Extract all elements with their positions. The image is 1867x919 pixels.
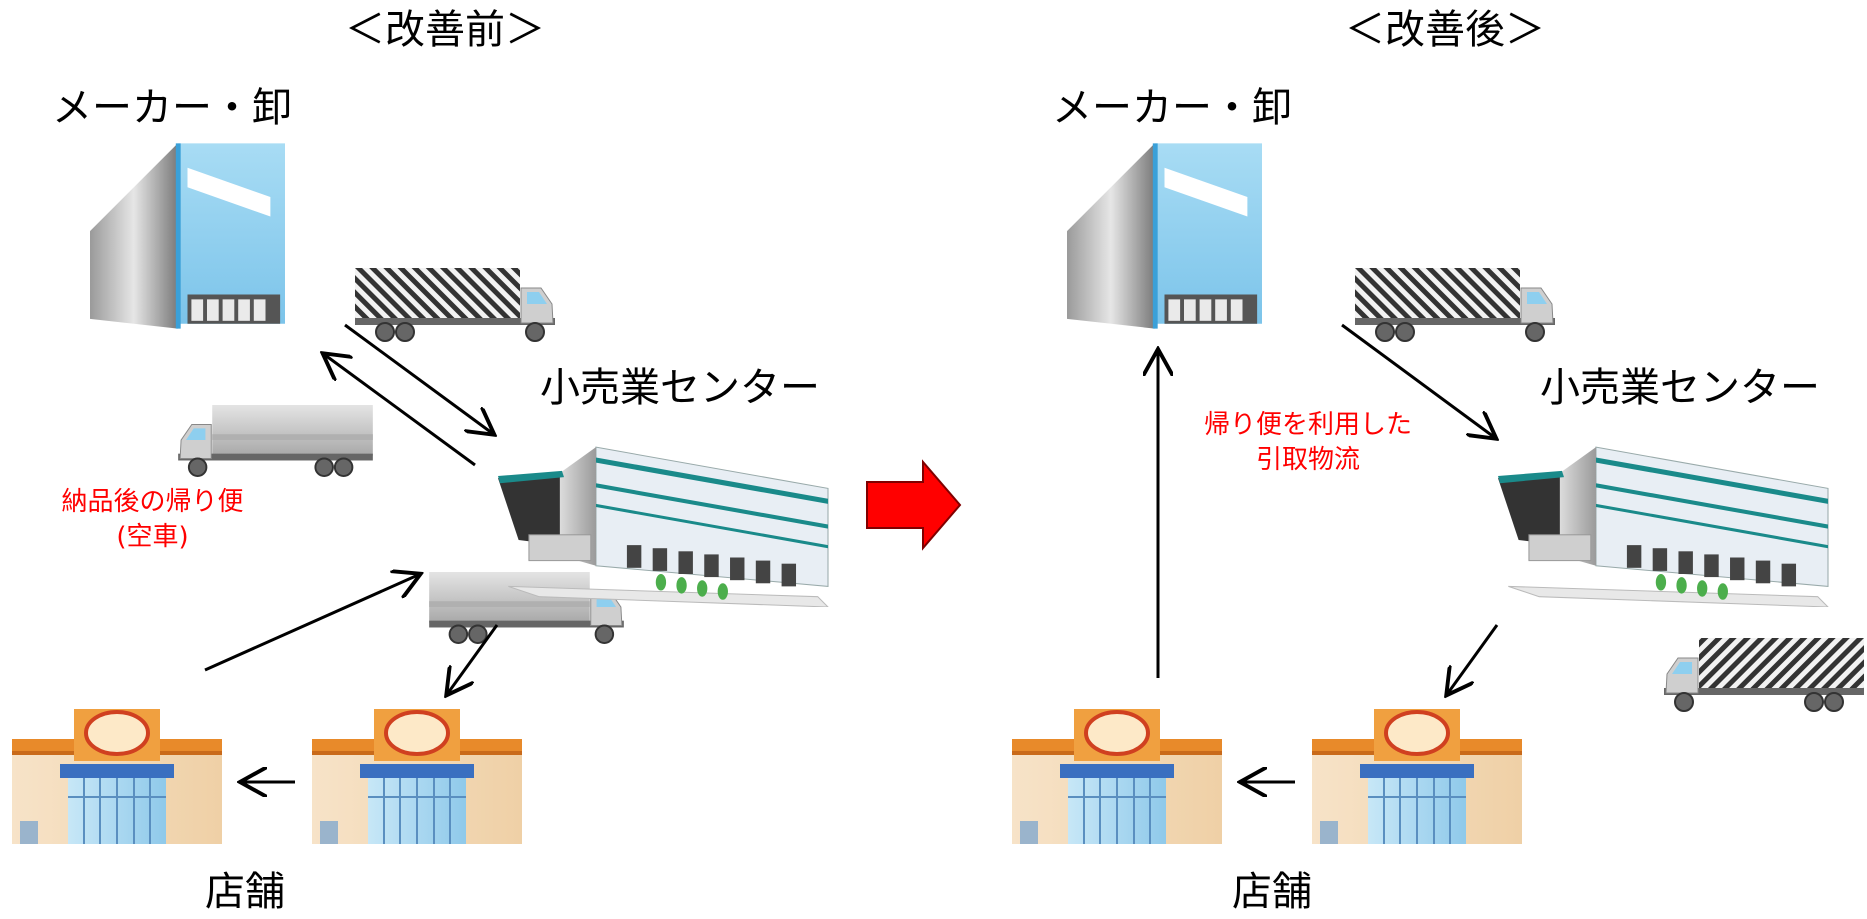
before-arrow-center-to-maker bbox=[325, 355, 476, 467]
after-center-label: 小売業センター bbox=[1540, 365, 1820, 411]
after-arrow-center-to-store bbox=[1448, 624, 1499, 693]
before-flow-arrows bbox=[204, 323, 499, 782]
before-truck-delivery-icon bbox=[1664, 638, 1864, 712]
after-store-left-icon bbox=[1012, 709, 1222, 844]
before-arrow-store-to-center bbox=[204, 575, 418, 672]
after-maker-building-icon bbox=[1067, 143, 1262, 329]
before-maker-building-icon bbox=[90, 143, 285, 329]
before-truck-hatched-icon bbox=[355, 268, 555, 342]
before-arrow-center-to-store bbox=[448, 624, 499, 693]
after-flow-arrows bbox=[1158, 323, 1499, 782]
before-store-left-icon bbox=[12, 709, 222, 844]
before-store-label: 店舗 bbox=[205, 869, 285, 915]
after-truck-hatched-icon bbox=[1355, 268, 1555, 342]
before-arrow-maker-to-center bbox=[344, 323, 492, 433]
before-return-note-line2: (空車) bbox=[116, 522, 189, 553]
before-truck-empty-lower-icon bbox=[429, 572, 624, 645]
before-return-note-line1: 納品後の帰り便 bbox=[61, 487, 244, 517]
after-store-right-icon bbox=[1312, 709, 1522, 844]
before-return-note: 納品後の帰り便 (空車) bbox=[40, 485, 265, 555]
after-arrow-maker-to-center bbox=[1341, 323, 1494, 437]
before-truck-empty-upper-icon bbox=[178, 405, 373, 478]
after-pickup-note-line2: 引取物流 bbox=[1255, 445, 1360, 476]
before-center-label: 小売業センター bbox=[540, 365, 820, 411]
transition-arrow-icon bbox=[866, 459, 962, 551]
after-center-building-icon bbox=[1497, 446, 1829, 607]
after-pickup-note: 帰り便を利用した 引取物流 bbox=[1188, 408, 1428, 478]
after-maker-label: メーカー・卸 bbox=[1052, 85, 1292, 131]
before-maker-label: メーカー・卸 bbox=[52, 85, 292, 131]
before-title: ＜改善前＞ bbox=[345, 7, 545, 53]
before-store-right-icon bbox=[312, 709, 522, 844]
after-pickup-note-line1: 帰り便を利用した bbox=[1203, 410, 1412, 440]
after-store-label: 店舗 bbox=[1232, 869, 1312, 915]
after-title: ＜改善後＞ bbox=[1345, 7, 1545, 53]
